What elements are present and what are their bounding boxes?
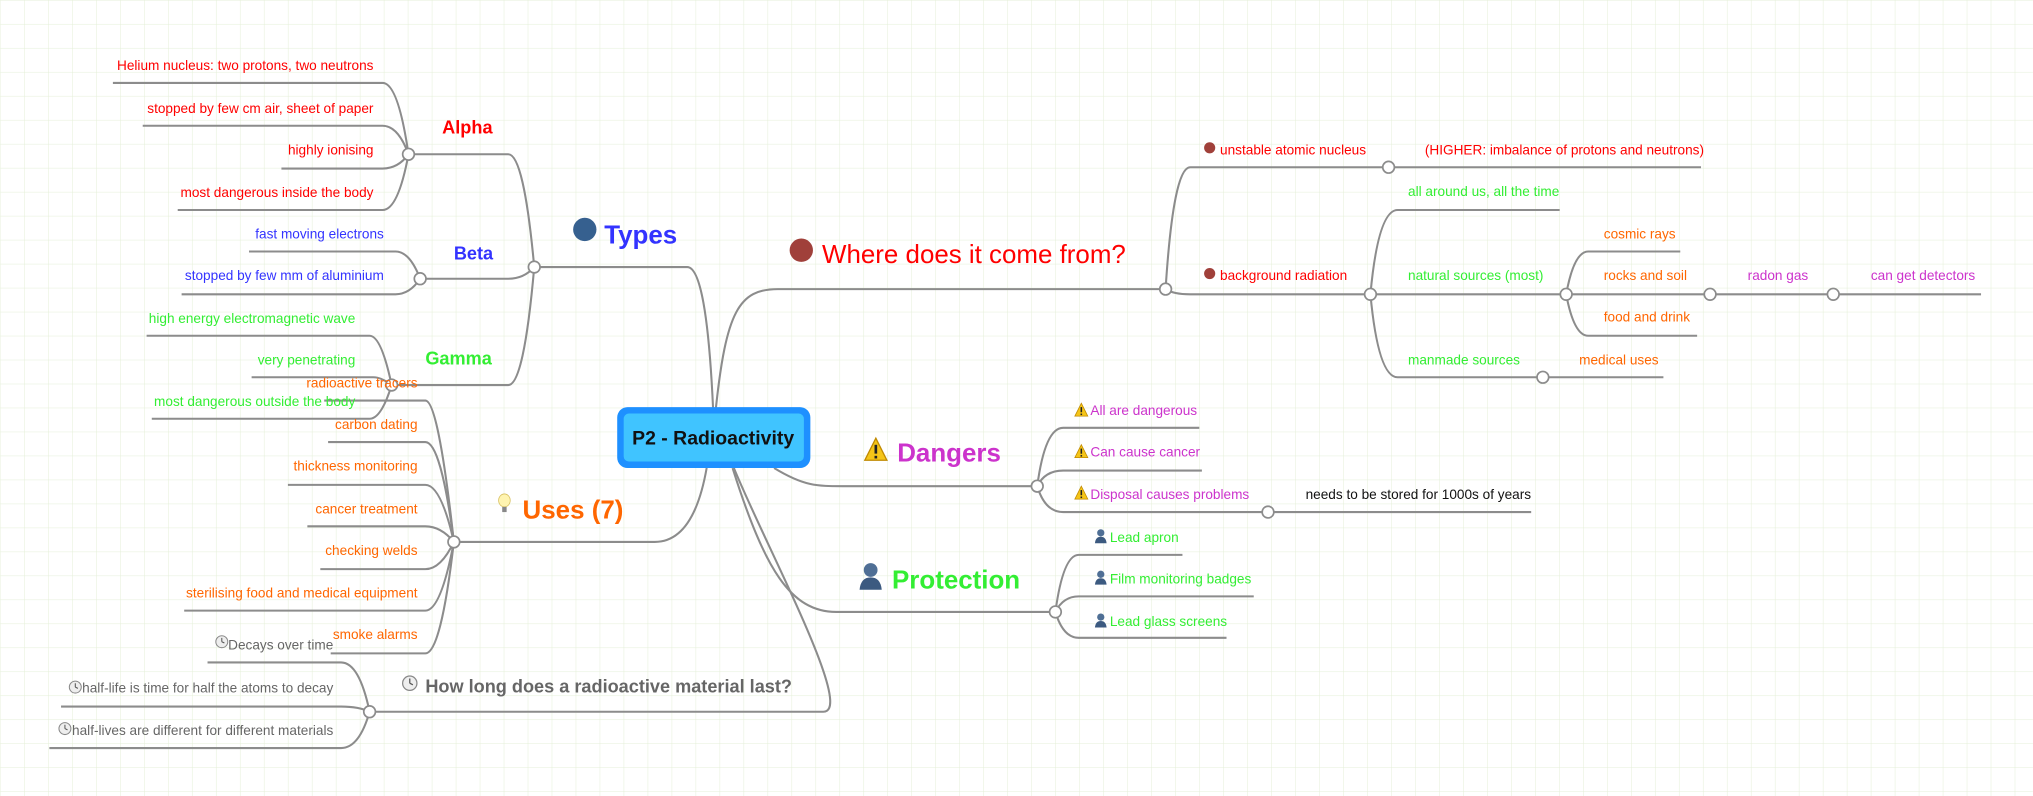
background-all-around[interactable]: all around us, all the time (1408, 184, 1559, 199)
toggle-unstable[interactable] (1381, 160, 1396, 174)
toggle-manmade[interactable] (1536, 370, 1550, 384)
dangers-item[interactable]: Can cause cancer (1090, 444, 1200, 459)
uses-item[interactable]: checking welds (325, 543, 417, 558)
protection-item[interactable]: Lead glass screens (1110, 614, 1227, 629)
protection-item[interactable]: Lead apron (1110, 530, 1179, 545)
toggle-background[interactable] (1363, 287, 1378, 301)
toggle-beta[interactable] (413, 272, 427, 286)
gamma-item[interactable]: high energy electromagnetic wave (149, 311, 356, 326)
uses-item[interactable]: radioactive tracers (306, 376, 417, 391)
red-dot-icon (1204, 267, 1216, 280)
rocks-radon[interactable]: radon gas (1748, 268, 1809, 283)
toggle-radon[interactable] (1826, 287, 1840, 301)
background-natural[interactable]: natural sources (most) (1408, 268, 1543, 283)
clock-icon (68, 680, 82, 694)
dangers-item[interactable]: All are dangerous (1090, 403, 1197, 418)
central-topic-label: P2 - Radioactivity (632, 428, 794, 450)
where-unstable[interactable]: unstable atomic nucleus (1220, 142, 1366, 157)
toggle-alpha[interactable] (401, 147, 416, 161)
background-manmade[interactable]: manmade sources (1408, 352, 1520, 367)
topic-gamma[interactable]: Gamma (425, 348, 492, 368)
collapse-toggles (362, 147, 1840, 719)
toggle-rocks[interactable] (1703, 287, 1717, 301)
uses-item[interactable]: sterilising food and medical equipment (186, 586, 418, 601)
alpha-item[interactable]: most dangerous inside the body (181, 185, 374, 200)
clock-icon (58, 722, 72, 736)
how-long-item[interactable]: half-lives are different for different m… (72, 723, 333, 738)
natural-cosmic[interactable]: cosmic rays (1604, 227, 1676, 242)
red-dot-icon (789, 238, 813, 262)
topic-types[interactable]: Types (604, 222, 677, 250)
central-topic[interactable]: P2 - Radioactivity (617, 407, 811, 469)
how-long-item[interactable]: Decays over time (228, 638, 333, 653)
beta-item[interactable]: stopped by few mm of aluminium (185, 268, 384, 283)
uses-item[interactable]: cancer treatment (315, 501, 417, 516)
clock-icon (401, 675, 418, 691)
topic-how-long[interactable]: How long does a radioactive material las… (425, 676, 792, 696)
topic-dangers[interactable]: Dangers (897, 440, 1001, 468)
toggle-how-long[interactable] (362, 705, 377, 719)
how-long-item[interactable]: half-life is time for half the atoms to … (82, 680, 333, 695)
toggle-where[interactable] (1158, 282, 1173, 296)
uses-item[interactable]: smoke alarms (333, 627, 418, 642)
uses-item[interactable]: carbon dating (335, 417, 417, 432)
gamma-item[interactable]: most dangerous outside the body (154, 394, 355, 409)
topic-where[interactable]: Where does it come from? (822, 241, 1126, 269)
toggle-dangers[interactable] (1030, 479, 1044, 493)
lightbulb-icon (498, 493, 511, 513)
alpha-item[interactable]: Helium nucleus: two protons, two neutron… (117, 58, 374, 73)
topic-protection[interactable]: Protection (892, 567, 1020, 595)
topic-alpha[interactable]: Alpha (442, 118, 493, 138)
natural-food[interactable]: food and drink (1604, 310, 1690, 325)
gamma-item[interactable]: very penetrating (258, 352, 356, 367)
toggle-uses[interactable] (447, 535, 461, 549)
red-dot-icon (1204, 142, 1216, 154)
natural-rocks[interactable]: rocks and soil (1604, 268, 1687, 283)
topic-uses[interactable]: Uses (7) (523, 497, 624, 525)
unstable-detail[interactable]: (HIGHER: imbalance of protons and neutro… (1425, 142, 1704, 157)
where-background[interactable]: background radiation (1220, 268, 1347, 283)
protection-item[interactable]: Film monitoring badges (1110, 571, 1252, 586)
manmade-medical[interactable]: medical uses (1579, 352, 1659, 367)
toggle-disposal[interactable] (1261, 505, 1275, 519)
toggle-natural[interactable] (1559, 287, 1573, 301)
dangers-item[interactable]: Disposal causes problems (1090, 487, 1249, 502)
topic-beta[interactable]: Beta (454, 243, 494, 263)
toggle-gamma[interactable] (384, 378, 399, 392)
uses-item[interactable]: thickness monitoring (293, 459, 417, 474)
alpha-item[interactable]: highly ionising (288, 142, 374, 157)
disposal-detail[interactable]: needs to be stored for 1000s of years (1306, 487, 1532, 502)
radon-detectors[interactable]: can get detectors (1871, 268, 1976, 283)
toggle-types[interactable] (527, 260, 541, 274)
clock-icon (215, 635, 229, 649)
alpha-item[interactable]: stopped by few cm air, sheet of paper (147, 101, 374, 116)
beta-item[interactable]: fast moving electrons (255, 227, 384, 242)
toggle-protection[interactable] (1048, 605, 1063, 619)
blue-dot-icon (573, 217, 597, 242)
